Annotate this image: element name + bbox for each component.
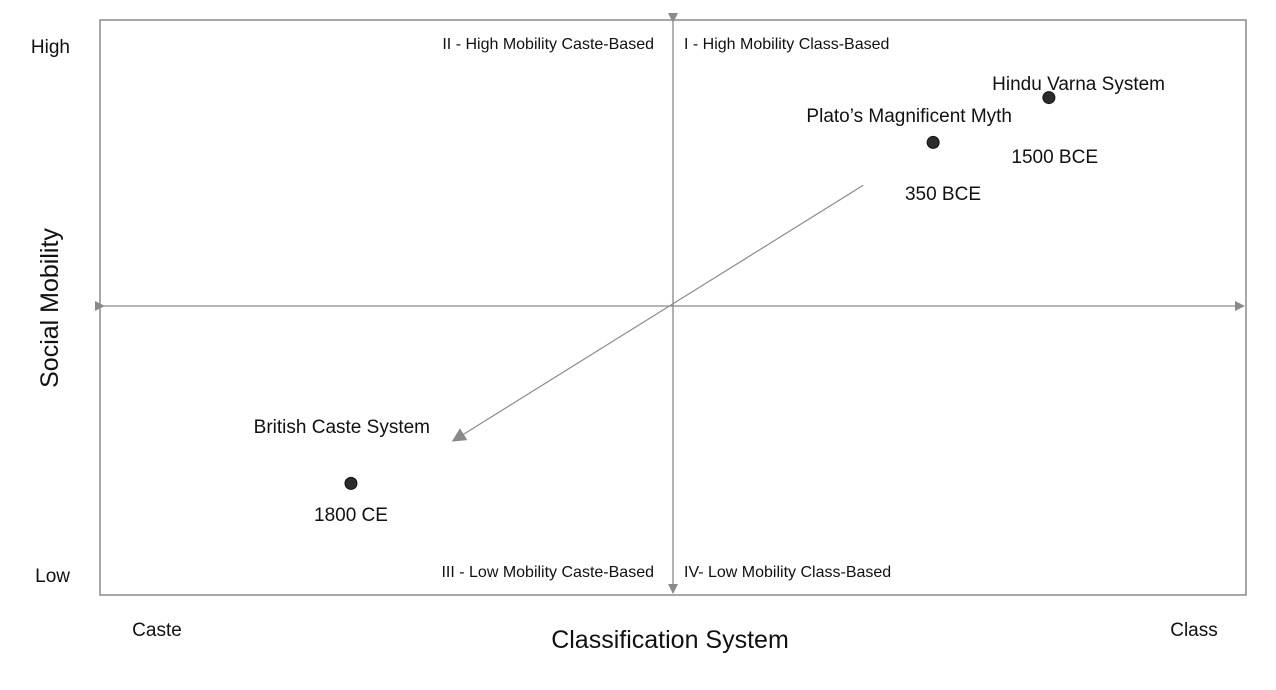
point-name-hindu-varna: Hindu Varna System <box>992 74 1165 95</box>
quadrant-label-q1: I - High Mobility Class-Based <box>684 36 889 53</box>
point-date-hindu-varna: 1500 BCE <box>1011 147 1098 168</box>
x-axis-min-label: Caste <box>132 620 182 641</box>
data-point-hindu-varna <box>1042 91 1056 105</box>
point-name-plato: Plato’s Magnificent Myth <box>806 106 1012 127</box>
x-axis-max-label: Class <box>1170 620 1218 641</box>
y-axis-min-label: Low <box>35 566 70 587</box>
y-axis-max-label: High <box>31 37 70 58</box>
quadrant-label-q3: III - Low Mobility Caste-Based <box>441 564 654 581</box>
data-point-british-caste <box>344 476 358 490</box>
trend-arrow <box>451 184 864 442</box>
quadrant-label-q2: II - High Mobility Caste-Based <box>442 36 654 53</box>
point-name-british-caste: British Caste System <box>254 417 430 438</box>
point-date-british-caste: 1800 CE <box>314 505 388 526</box>
data-point-plato <box>926 135 940 149</box>
quadrant-label-q4: IV- Low Mobility Class-Based <box>684 564 891 581</box>
x-axis-title: Classification System <box>551 626 789 654</box>
point-date-plato: 350 BCE <box>905 184 981 205</box>
y-axis-title: Social Mobility <box>36 228 64 388</box>
